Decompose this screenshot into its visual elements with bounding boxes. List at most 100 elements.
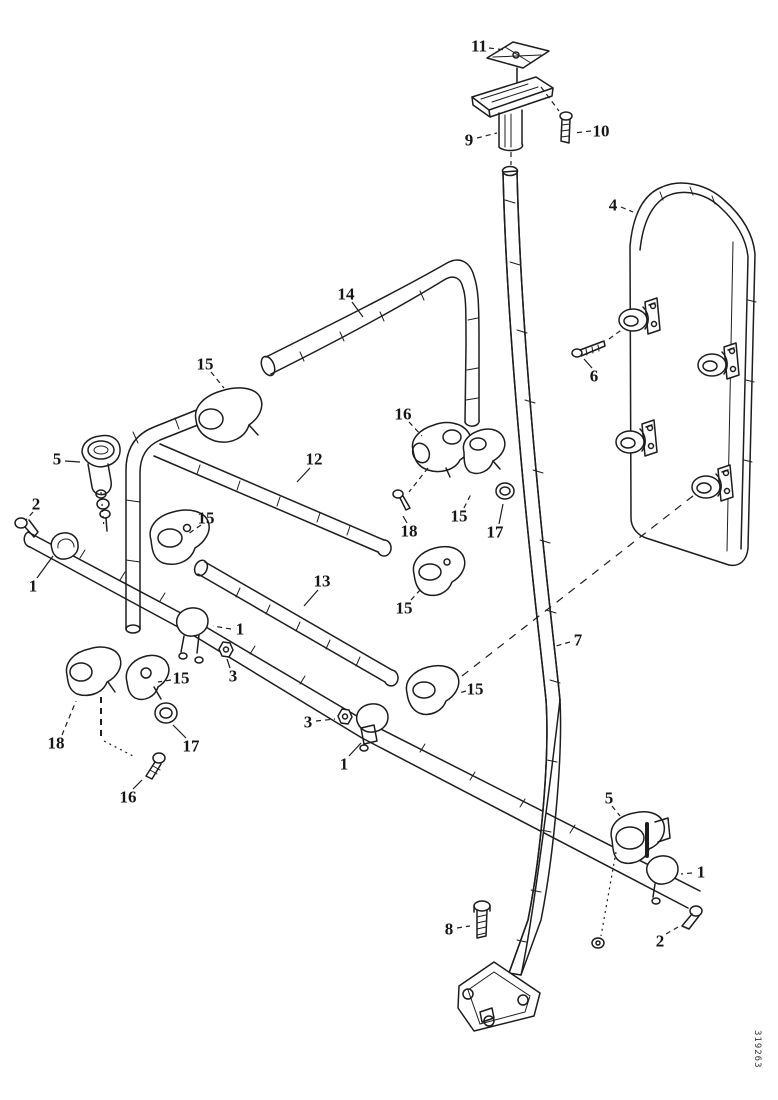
part-label: 9 <box>465 131 474 150</box>
screw-18-shaft <box>399 495 411 511</box>
cap-17-rightcenter-inner <box>499 486 511 496</box>
label-leader-line <box>583 358 593 369</box>
pivot-cylinder-bottom <box>498 143 524 152</box>
clamp-5-left-ring-inner <box>93 445 109 455</box>
left-upright-hatching <box>125 417 180 563</box>
screw-6-threads <box>585 344 600 356</box>
label-leader-line <box>187 524 202 535</box>
part-label: 3 <box>304 713 313 732</box>
screw-6-head <box>571 348 583 358</box>
part-label: 17 <box>183 737 201 756</box>
strap-1-left-inner <box>57 538 75 549</box>
cap-17-bottomleft-inner <box>159 707 173 719</box>
tube-13-left-end <box>193 559 209 577</box>
label-leader-line <box>555 641 571 647</box>
clamp-15-mid-bolt <box>443 558 451 566</box>
part-label: 5 <box>605 789 614 808</box>
nut-3-mid <box>218 641 234 658</box>
screw-18-head <box>392 489 404 499</box>
screw-16-threads <box>149 765 161 775</box>
part-label: 1 <box>340 755 349 774</box>
part-label: 18 <box>48 734 65 753</box>
dash-plate-to-bolt10 <box>540 86 560 112</box>
clamp-15-topleft-tab <box>248 424 259 436</box>
tube-13-hatching <box>235 587 361 667</box>
mirror-panel-inner-line-2 <box>726 241 734 552</box>
strap-1-right <box>355 703 389 733</box>
strap-1-bottomright <box>645 855 679 885</box>
cap-17-rightcenter <box>495 482 515 500</box>
mirror-panel-hatching <box>659 186 757 463</box>
mast-hatching <box>504 199 561 943</box>
bolt-8-head <box>473 900 491 912</box>
clamp-15-mid-socket <box>418 563 442 581</box>
cross-fitting-16 <box>411 421 473 473</box>
label-leader-line <box>463 493 472 509</box>
screw-2-left-head <box>14 517 28 529</box>
part-label: 5 <box>53 450 62 469</box>
cap-17-bottomleft <box>154 702 178 724</box>
label-leader-line <box>226 658 231 669</box>
handrail-end <box>23 531 31 548</box>
swivel-plate-pivot <box>512 51 520 59</box>
top-mirror-head-assembly <box>471 41 573 152</box>
dash-fitting16-to-screw18 <box>408 467 429 493</box>
tube-14-lower-end <box>464 419 480 427</box>
part-label: 3 <box>229 667 238 686</box>
dash-to-screw16 <box>103 740 136 758</box>
label-leader-line <box>315 718 336 722</box>
tube-13-right-end <box>384 669 399 687</box>
clamp-15-bottomleft-tab <box>153 686 162 700</box>
elbow-fitting-18-socket <box>69 662 93 682</box>
part-label: 15 <box>396 599 413 618</box>
handrail-bottom-line <box>29 546 689 909</box>
part-label: 1 <box>29 577 38 596</box>
rail-mount-hardware <box>14 434 703 949</box>
mast-tube-7 <box>501 165 562 976</box>
bolt-10-head <box>559 111 573 121</box>
clamp-15-left-bolt <box>182 523 192 533</box>
screw-16-head <box>152 752 166 764</box>
screw-2-bottomright-head <box>689 905 703 917</box>
label-leader-line <box>303 589 319 607</box>
label-leader-line <box>458 690 467 694</box>
label-leader-line <box>611 805 621 817</box>
label-leader-line <box>410 588 422 601</box>
washer-bottomright-hole <box>595 940 601 946</box>
part-label: 15 <box>197 355 214 374</box>
tube-12-bottom-line <box>153 455 379 553</box>
label-leader-line <box>402 515 408 524</box>
clamp-15-midright-socket <box>412 681 436 699</box>
part-label: 15 <box>173 669 190 688</box>
clamp-15-left <box>149 509 210 565</box>
strap-1-bottomright-leg <box>652 883 656 898</box>
foot-hole-right <box>517 994 529 1006</box>
label-leader-line <box>210 371 225 389</box>
part-label: 1 <box>697 863 706 882</box>
part-label: 2 <box>656 932 665 951</box>
label-leader-line <box>25 511 34 521</box>
foot-tab <box>479 1007 495 1023</box>
strap-1-bottomright-bolt <box>651 897 661 905</box>
mirror-panel-inner-line <box>639 191 749 550</box>
label-leader-line <box>348 742 362 757</box>
clamp-5-bottomright-socket <box>615 826 645 850</box>
frame-tubes <box>125 259 480 687</box>
pivot-cylinder-hatching <box>504 113 512 148</box>
label-leader-line <box>132 779 143 790</box>
label-leader-line <box>498 503 504 525</box>
foot-hole-left <box>462 988 474 1000</box>
part-label: 15 <box>467 680 484 699</box>
clamp-5-bottomright <box>610 811 666 864</box>
bolt-10-threads <box>560 123 571 138</box>
dash-buckle-linkage <box>100 491 105 529</box>
mirror-panel-assembly <box>571 182 757 567</box>
handrail-tube <box>23 531 701 909</box>
label-leader-line <box>620 206 634 213</box>
mast-right-line <box>516 170 562 976</box>
part-label: 17 <box>487 523 505 542</box>
screw-16-shaft <box>145 761 162 780</box>
label-leader-line <box>36 555 54 579</box>
part-label: 15 <box>198 509 215 528</box>
strap-1-right-plate <box>360 724 378 745</box>
